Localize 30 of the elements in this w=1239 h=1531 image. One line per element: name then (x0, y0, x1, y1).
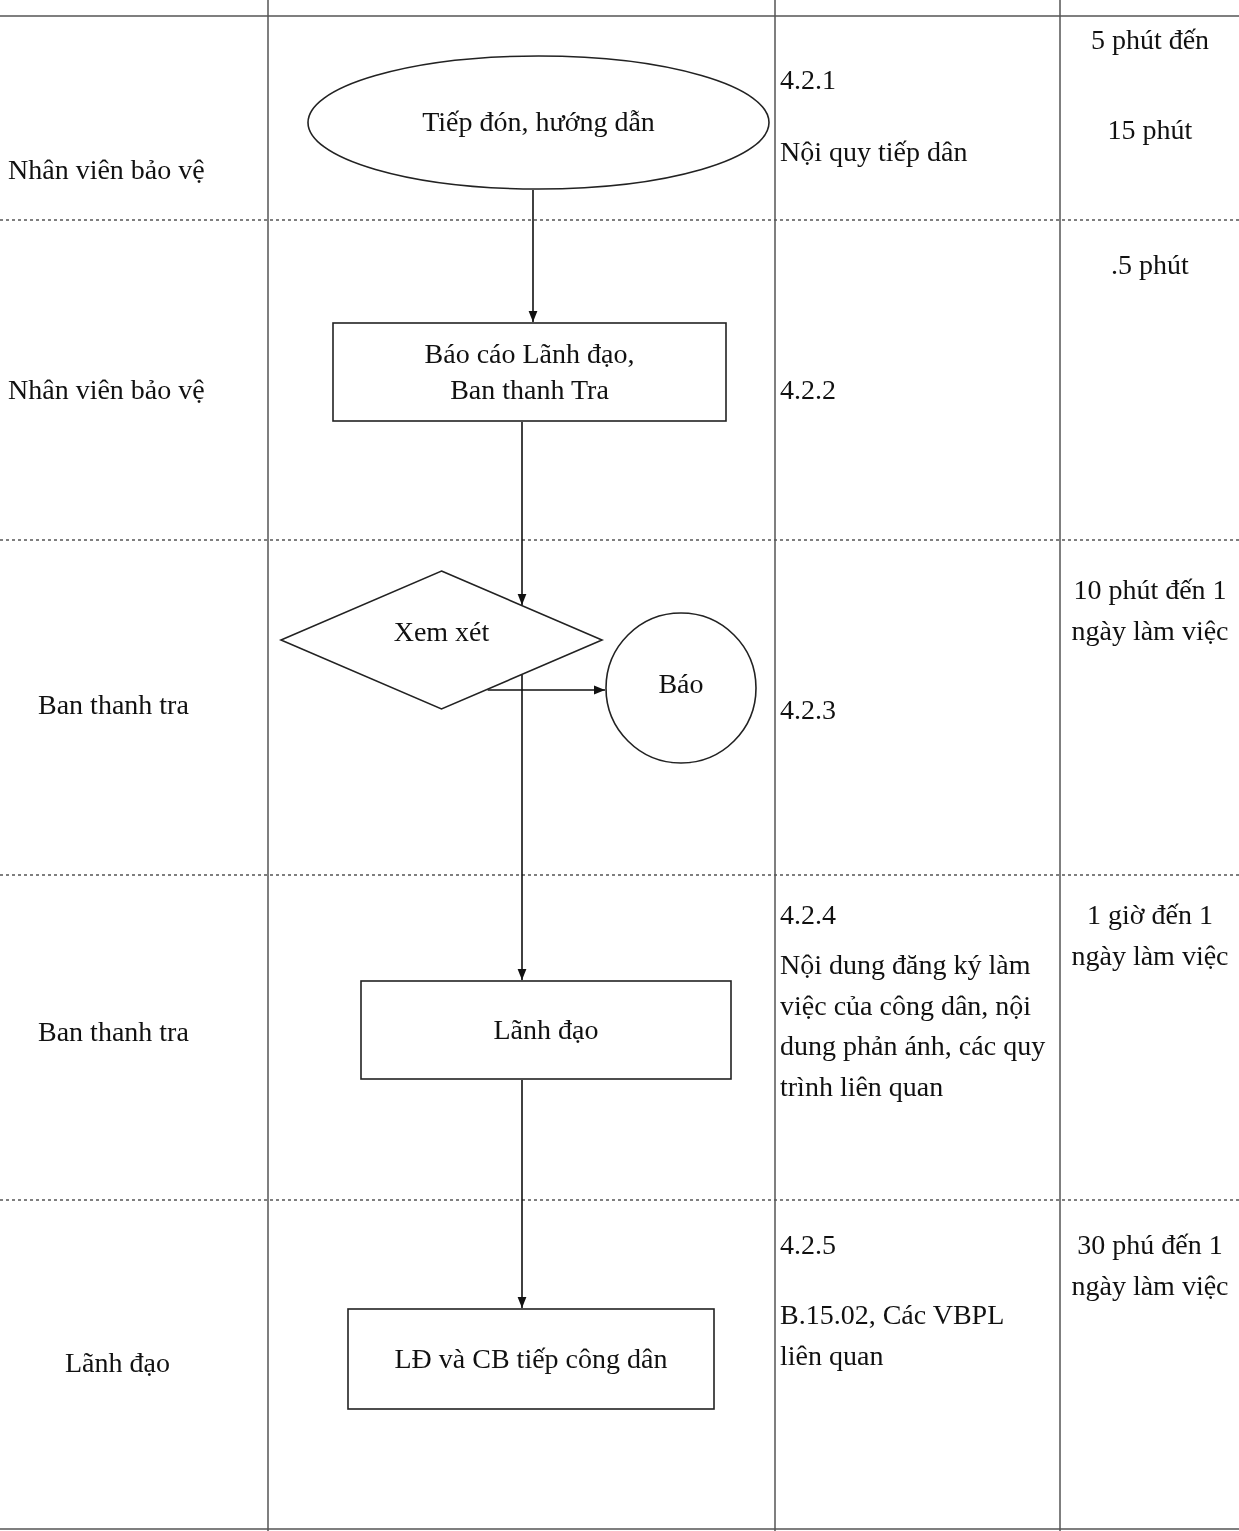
duration-text: 30 phú đến 1 ngày làm việc (1070, 1228, 1230, 1303)
arrow (517, 1079, 527, 1309)
arrow (517, 674, 527, 981)
duration-text: 5 phút đến (1089, 23, 1211, 57)
role-label: Nhân viên bảo vệ (8, 373, 206, 407)
connector-circle: Báo (605, 612, 757, 764)
role-label: Lãnh đạo (65, 1346, 171, 1380)
arrow (486, 685, 606, 695)
step-number: 4.2.1 (780, 63, 837, 97)
start-ellipse: Tiếp đón, hướng dẫn (307, 55, 770, 190)
step-number: 4.2.3 (780, 693, 837, 727)
step-number: 4.2.5 (780, 1228, 837, 1262)
duration-text: 15 phút (1106, 113, 1194, 147)
process-box: LĐ và CB tiếp công dân (347, 1308, 715, 1410)
role-label: Ban thanh tra (38, 1015, 190, 1049)
duration-text: 1 giờ đến 1 ngày làm việc (1070, 898, 1230, 973)
reference-text: Nội quy tiếp dân (780, 135, 969, 169)
duration-text: .5 phút (1110, 248, 1190, 282)
reference-text: B.15.02, Các VBPL liên quan (780, 1298, 1005, 1373)
arrow (528, 189, 538, 323)
role-label: Nhân viên bảo vệ (8, 153, 206, 187)
role-label: Ban thanh tra (38, 688, 190, 722)
process-box: Lãnh đạo (360, 980, 732, 1080)
decision-diamond: Xem xét (280, 570, 603, 710)
reference-text: Nội dung đăng ký làm việc của công dân, nội dung phản ánh, các quy trình liên quan (780, 948, 1047, 1104)
arrow (517, 421, 527, 606)
process-box: Báo cáo Lãnh đạo, Ban thanh Tra (332, 322, 727, 422)
step-number: 4.2.4 (780, 898, 837, 932)
duration-text: 10 phút đến 1 ngày làm việc (1070, 573, 1230, 648)
step-number: 4.2.2 (780, 373, 837, 407)
